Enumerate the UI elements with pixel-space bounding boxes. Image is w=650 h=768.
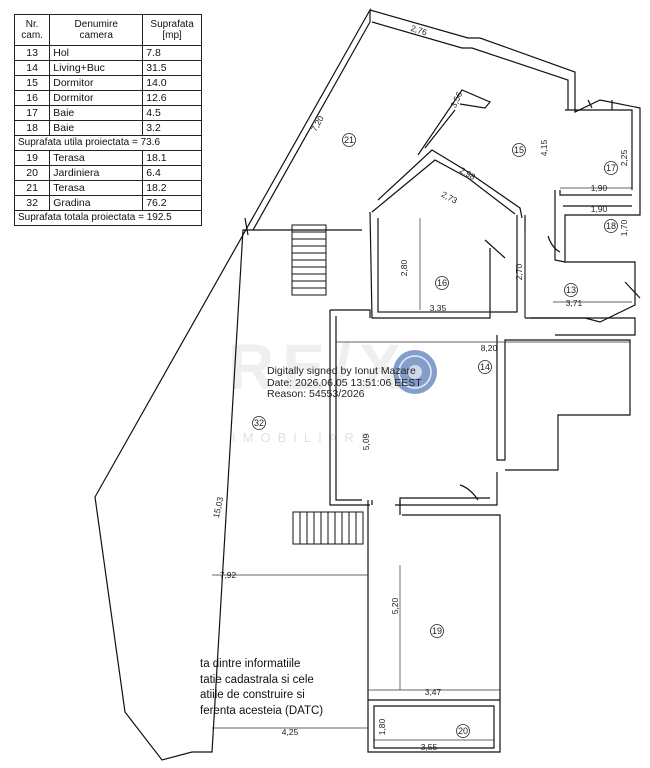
watermark-logo: RE/X [228, 331, 410, 403]
dimension-label: 2,73 [440, 189, 460, 206]
svg-text:16: 16 [437, 278, 447, 288]
dimension-label: 2,80 [399, 259, 409, 276]
dimension-label: 2,70 [514, 263, 524, 280]
summary-row-total: Suprafata totala proiectata = 192.5 [14, 210, 202, 226]
note-line: tatie cadastrala si cele [200, 673, 314, 686]
svg-text:20: 20 [458, 726, 468, 736]
note-line: ta dintre informatiile [200, 658, 301, 670]
dimension-label: 3,55 [421, 742, 438, 752]
dimension-label: 3,47 [425, 687, 442, 697]
digital-stamp-icon [393, 350, 437, 394]
plan-walls [94, 7, 641, 761]
dimension-label: 3,56 [448, 90, 464, 109]
dimension-lines [212, 187, 632, 741]
svg-text:15: 15 [514, 145, 524, 155]
dimension-label: 7,20 [309, 114, 326, 134]
svg-text:19: 19 [432, 626, 442, 636]
room-label-17: 17 [604, 161, 618, 175]
signature-reason: Reason: 54553/2026 [267, 388, 365, 400]
header-area: Suprafata [mp] [142, 14, 202, 46]
room-label-13: 13 [564, 283, 578, 297]
svg-text:13: 13 [566, 285, 576, 295]
cadastral-note: ta dintre informatiile tatie cadastrala … [200, 657, 323, 719]
dimension-label: 4,25 [282, 727, 299, 737]
svg-text:14: 14 [480, 362, 490, 372]
room-label-16: 16 [435, 276, 449, 290]
header-name: Denumire camera [49, 14, 144, 46]
svg-text:17: 17 [606, 163, 616, 173]
dimension-label: 4,15 [539, 139, 549, 156]
room-label-14: 14 [478, 360, 492, 374]
dimension-label: 5,09 [361, 433, 371, 450]
dimension-label: 1,70 [619, 219, 629, 236]
dimension-label: 8,20 [481, 343, 498, 353]
svg-text:18: 18 [606, 221, 616, 231]
dimension-label: 15,03 [211, 496, 225, 519]
stairs-upper [291, 224, 327, 296]
room-label-20: 20 [456, 724, 470, 738]
room-table-header: Nr. cam. Denumire camera Suprafata [mp] [13, 14, 202, 46]
dimension-label: 2,98 [458, 165, 478, 182]
room-label-32: 32 [252, 416, 266, 430]
signature-date: Date: 2026.06.05 13:51:06 EEST [267, 376, 422, 389]
dimension-label: 2,25 [619, 149, 629, 166]
dimension-label: 2,76 [410, 23, 429, 38]
room-label-19: 19 [430, 624, 444, 638]
dimension-label: 7,92 [220, 570, 237, 580]
dimension-label: 5,20 [390, 597, 400, 614]
signature-line: Digitally signed by Ionut Mazare [267, 365, 416, 377]
digital-signature: Digitally signed by Ionut Mazare Date: 2… [267, 365, 422, 401]
dimension-label: 1,90 [591, 183, 608, 193]
dimension-label: 3,71 [566, 298, 583, 308]
note-line: atiile de construire si [200, 689, 305, 701]
room-label-21: 21 [342, 133, 356, 147]
dimension-label: 1,90 [591, 204, 608, 214]
svg-text:21: 21 [344, 135, 354, 145]
stairs-lower [292, 511, 364, 545]
room-label-15: 15 [512, 143, 526, 157]
watermark-text: IMOBILIARE [232, 430, 377, 445]
dimension-label: 1,80 [377, 718, 387, 735]
room-label-18: 18 [604, 219, 618, 233]
room-labels: 21 15 17 18 16 13 14 32 19 20 [252, 133, 618, 738]
note-line: ferenta acesteia (DATC) [200, 704, 324, 717]
header-nr: Nr. cam. [13, 14, 51, 46]
summary-row-useful: Suprafata utila proiectata = 73.6 [14, 135, 202, 151]
dimension-label: 3,35 [430, 303, 447, 313]
svg-text:32: 32 [254, 418, 264, 428]
room-table: Nr. cam. Denumire camera Suprafata [mp] … [13, 14, 202, 226]
